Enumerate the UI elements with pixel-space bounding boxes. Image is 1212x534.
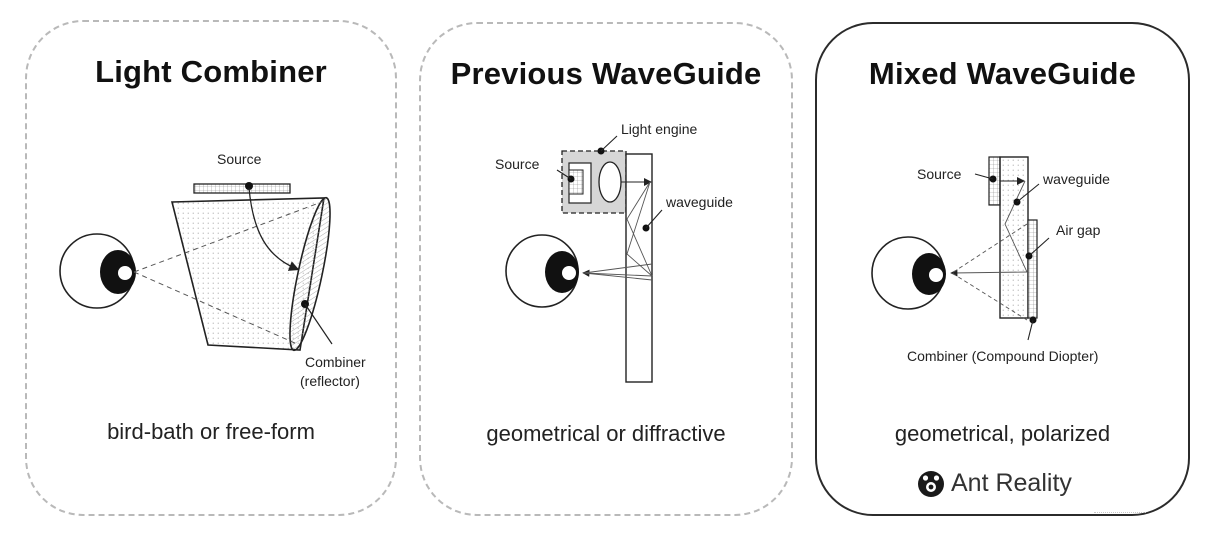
light-combiner-diagram: Source Combiner (reflector) — [59, 151, 366, 389]
label-source: Source — [495, 156, 540, 172]
source-plate — [193, 183, 291, 194]
panel-mixed-waveguide: Mixed WaveGuide — [815, 22, 1190, 516]
panel-title: Mixed WaveGuide — [868, 56, 1137, 91]
previous-waveguide-diagram: Light engine Source waveguide — [495, 121, 733, 383]
label-combiner-sub: (reflector) — [300, 373, 360, 389]
label-waveguide: waveguide — [665, 194, 733, 210]
label-light-engine: Light engine — [621, 121, 698, 137]
watermark — [1094, 512, 1146, 516]
panel-light-combiner: Light Combiner — [25, 20, 397, 516]
panel-title: Previous WaveGuide — [450, 56, 762, 91]
waveguide-slab — [625, 153, 653, 383]
combiner-reflector — [289, 196, 331, 352]
brand-logo: Ant Reality — [917, 469, 1072, 498]
ant-reality-logo-icon — [918, 470, 944, 497]
label-combiner: Combiner — [305, 354, 366, 370]
mixed-waveguide-diagram: Source waveguide Air gap Combiner (Compo… — [871, 156, 1110, 364]
combiner-plate — [1027, 219, 1038, 319]
eye-icon — [505, 234, 579, 308]
optic-body — [170, 197, 325, 351]
panel-caption: geometrical, polarized — [894, 421, 1111, 446]
label-combiner: Combiner (Compound Diopter) — [907, 348, 1098, 364]
label-waveguide: waveguide — [1042, 171, 1110, 187]
panel-previous-waveguide: Previous WaveGuide — [419, 22, 793, 516]
brand-name: Ant Reality — [951, 469, 1072, 497]
panel-caption: geometrical or diffractive — [486, 421, 726, 446]
eye-icon — [59, 233, 136, 309]
label-air-gap: Air gap — [1056, 222, 1101, 238]
panel-caption: bird-bath or free-form — [107, 419, 315, 444]
panel-title: Light Combiner — [95, 54, 327, 89]
eye-icon — [871, 236, 946, 310]
label-source: Source — [917, 166, 962, 182]
label-source: Source — [217, 151, 262, 167]
